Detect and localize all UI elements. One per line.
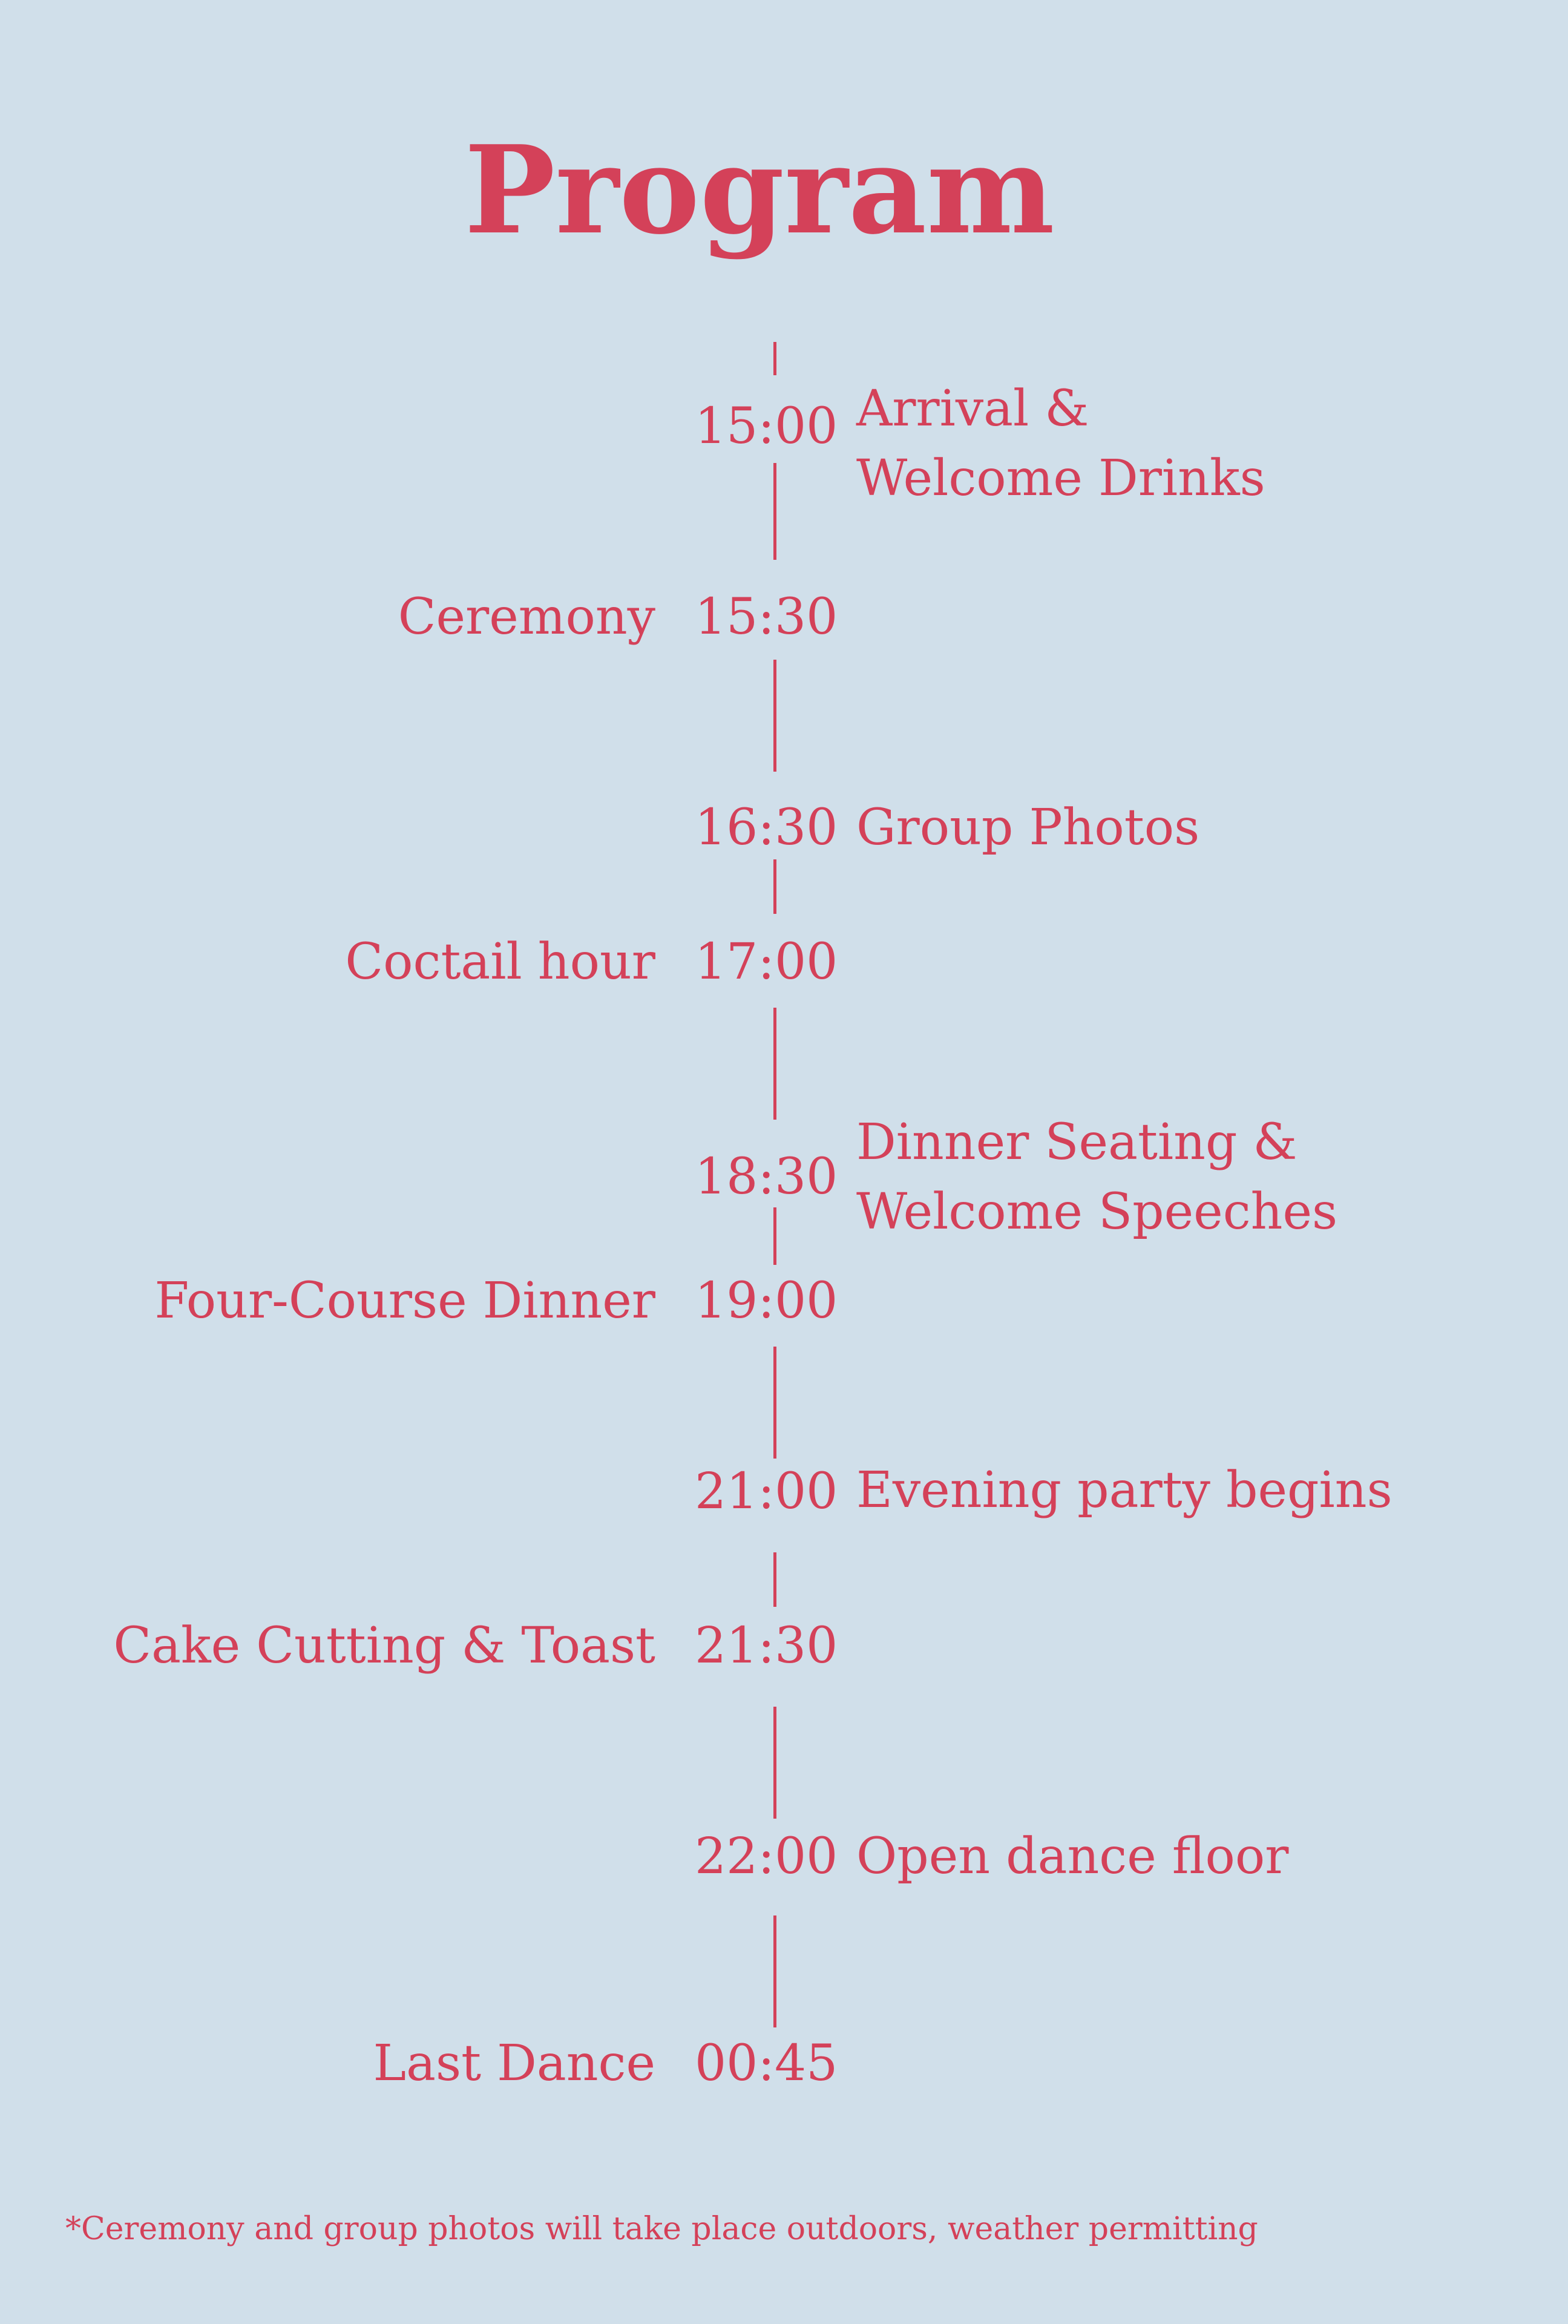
event-label: Coctail hour xyxy=(345,933,655,991)
timeline-segment xyxy=(773,859,776,914)
event-time: 00:45 xyxy=(695,2035,838,2092)
event-time: 21:00 xyxy=(695,1463,838,1520)
event-label-line: Dinner Seating & xyxy=(856,1114,1297,1171)
event-time: 17:00 xyxy=(695,933,838,991)
event-time: 21:30 xyxy=(695,1617,838,1675)
event-label: Ceremony xyxy=(398,588,655,646)
event-label: Dinner Seating & Welcome Speeches xyxy=(856,1108,1337,1247)
timeline-segment xyxy=(773,1552,776,1607)
timeline-segment xyxy=(773,660,776,772)
event-time: 22:00 xyxy=(695,1828,838,1885)
timeline-segment xyxy=(773,1008,776,1120)
event-label: Last Dance xyxy=(373,2035,655,2092)
event-label-line: Group Photos xyxy=(856,799,1200,856)
timeline-segment xyxy=(773,1707,776,1819)
event-label: Evening party begins xyxy=(856,1456,1393,1525)
timeline-segment xyxy=(773,342,776,375)
event-label: Cake Cutting & Toast xyxy=(113,1617,655,1675)
event-time: 19:00 xyxy=(695,1272,838,1330)
page-title: Program xyxy=(464,119,1055,261)
event-label-line: Arrival & xyxy=(856,380,1089,438)
timeline-segment xyxy=(773,463,776,560)
event-time: 15:30 xyxy=(695,588,838,646)
event-label: Arrival & Welcome Drinks xyxy=(856,374,1265,513)
footnote: *Ceremony and group photos will take pla… xyxy=(65,2211,1258,2247)
timeline-segment xyxy=(773,1207,776,1265)
timeline-segment xyxy=(773,1915,776,2027)
event-label: Open dance floor xyxy=(856,1822,1288,1891)
event-time: 18:30 xyxy=(695,1148,838,1206)
event-label: Group Photos xyxy=(856,793,1199,862)
timeline-segment xyxy=(773,1347,776,1459)
event-label-line: Welcome Drinks xyxy=(856,450,1265,507)
event-label-line: Open dance floor xyxy=(856,1828,1289,1885)
event-label-line: Evening party begins xyxy=(856,1462,1393,1519)
event-time: 16:30 xyxy=(695,799,838,856)
event-label: Four-Course Dinner xyxy=(154,1272,655,1330)
event-label-line: Welcome Speeches xyxy=(856,1183,1338,1241)
event-time: 15:00 xyxy=(695,398,838,455)
